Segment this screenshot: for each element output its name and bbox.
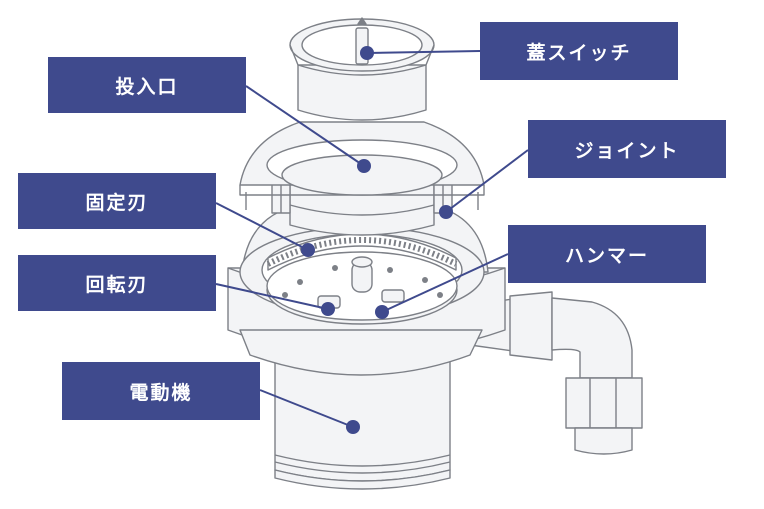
callout-label: 回転刃 [85, 273, 149, 296]
callout-label: 投入口 [115, 75, 179, 98]
hammer-marker [375, 305, 389, 319]
rotary-plate [266, 251, 458, 325]
callout-label: 蓋スイッチ [526, 41, 632, 64]
outlet-pipe [469, 291, 643, 455]
leader-lines [215, 46, 529, 434]
callout-hammer: ハンマー [508, 225, 706, 283]
callout-label: ハンマー [564, 244, 649, 267]
lid-switch-marker [360, 46, 374, 60]
motor-marker [346, 420, 360, 434]
callout-label: 固定刃 [85, 191, 149, 214]
callout-label: ジョイント [574, 139, 680, 162]
motor-body [274, 339, 451, 490]
callout-fixed-blade: 固定刃 [18, 173, 216, 229]
callout-motor: 電動機 [62, 362, 260, 420]
inlet-marker [357, 159, 371, 173]
callout-label: 電動機 [129, 381, 193, 404]
callout-lid-switch: 蓋スイッチ [480, 22, 678, 80]
fixed-blade-ring [266, 233, 458, 271]
joint-marker [439, 205, 453, 219]
fixed-blade-marker [301, 243, 315, 257]
callout-inlet: 投入口 [48, 57, 246, 113]
rotary-blade-marker [321, 302, 335, 316]
lid [289, 17, 435, 121]
callout-rotary-blade: 回転刃 [18, 255, 216, 311]
callout-joint: ジョイント [528, 120, 726, 178]
